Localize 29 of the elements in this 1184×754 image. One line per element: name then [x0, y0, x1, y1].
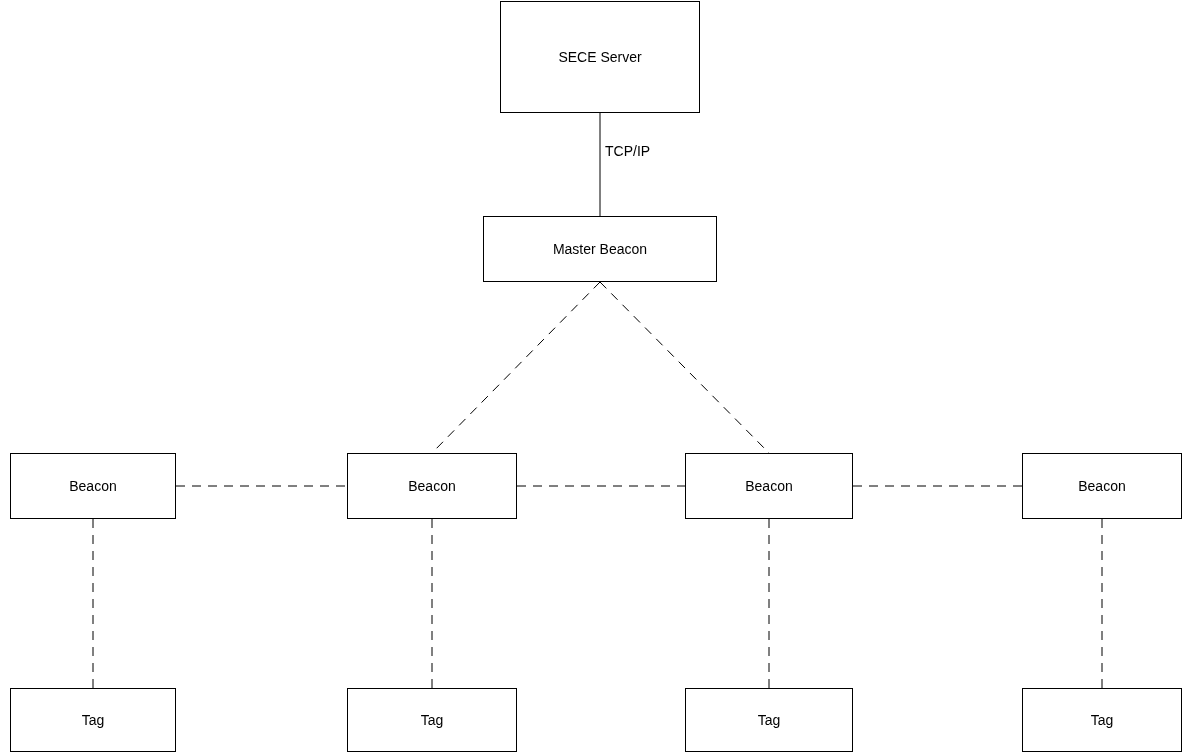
dashed-connector: [431, 518, 433, 689]
node-box: [1022, 453, 1182, 519]
node-label: Beacon: [1078, 478, 1126, 494]
node-label: Tag: [420, 712, 444, 728]
node-box: [483, 216, 717, 282]
dashed-connector: [175, 485, 348, 487]
node-box: [347, 688, 517, 752]
node-box: [347, 453, 517, 519]
node-label: Tag: [1090, 712, 1114, 728]
node-box: [10, 453, 176, 519]
node-box: [500, 1, 700, 113]
edge-label: TCP/IP: [603, 142, 653, 159]
node-label: Tag: [757, 712, 781, 728]
node-label: Beacon: [745, 478, 793, 494]
dashed-connector: [768, 518, 770, 689]
dashed-connector: [852, 485, 1023, 487]
node-label: SECE Server: [558, 49, 642, 65]
node-label: Master Beacon: [552, 241, 648, 257]
node-box: [685, 453, 853, 519]
node-label: Tag: [81, 712, 105, 728]
connector: [599, 112, 601, 217]
node-label: Beacon: [408, 478, 456, 494]
node-box: [685, 688, 853, 752]
dashed-connector: [1101, 518, 1103, 689]
dashed-connector: [92, 518, 94, 689]
node-box: [1022, 688, 1182, 752]
node-box: [10, 688, 176, 752]
node-label: Beacon: [69, 478, 117, 494]
dashed-connector: [516, 485, 686, 487]
